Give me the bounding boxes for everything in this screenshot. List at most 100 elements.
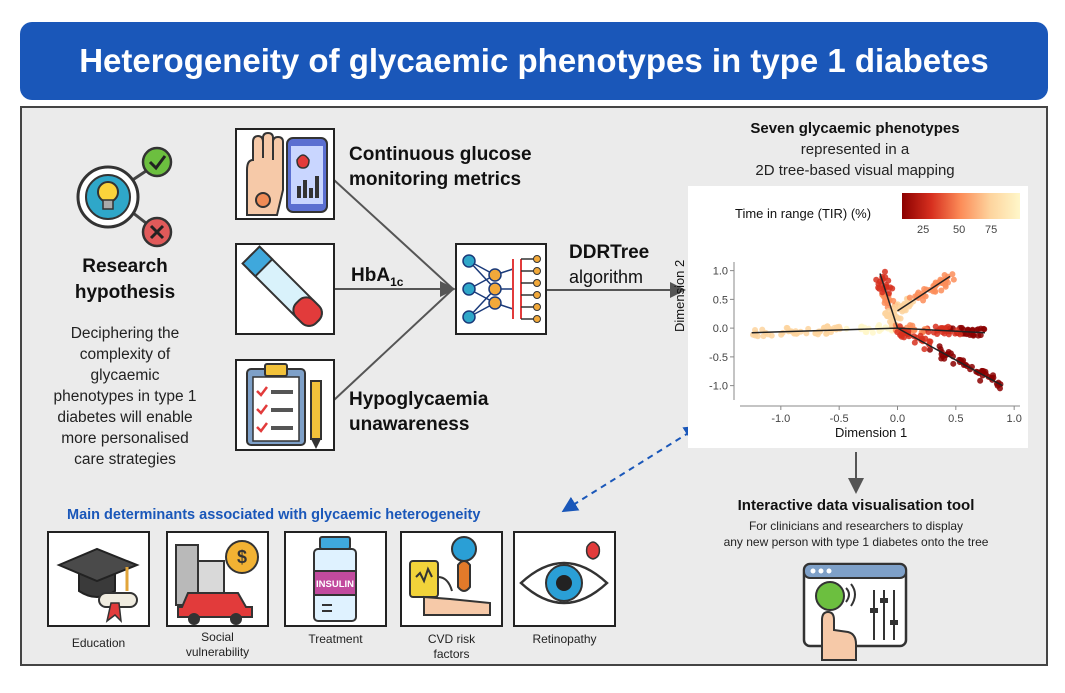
tree-branch-line: [897, 327, 986, 334]
hypo-arrow: [333, 289, 453, 401]
hypothesis-heading: Research hypothesis: [40, 254, 210, 306]
graduation-cap-icon: [56, 547, 140, 624]
cgm-label-line1: Continuous glucose: [349, 144, 532, 165]
scatter-point: [950, 276, 957, 283]
scatter-point: [754, 333, 761, 340]
hypo-label-line2: unawareness: [349, 414, 470, 435]
scatter-point: [947, 350, 954, 357]
cgm-label: Continuous glucose monitoring metrics: [349, 142, 532, 192]
cgm-label-line2: monitoring metrics: [349, 169, 522, 190]
determinant-cvd-box: [400, 531, 503, 627]
algorithm-label: DDRTree algorithm: [569, 240, 649, 289]
cgm-icon-box: [235, 128, 335, 220]
y-tick-label: -0.5: [709, 352, 728, 364]
scatter-point: [778, 331, 785, 338]
x-tick-label: -0.5: [830, 413, 849, 425]
blood-tube-icon: [241, 245, 323, 327]
colorbar: [902, 193, 1020, 219]
title-banner: Heterogeneity of glycaemic phenotypes in…: [20, 22, 1048, 100]
hypothesis-line: glycaemic: [90, 367, 160, 384]
scatter-point: [895, 306, 902, 313]
algorithm-word: algorithm: [569, 267, 644, 287]
determinant-social-label: Social vulnerability: [166, 630, 269, 660]
hypothesis-line: phenotypes in type 1: [53, 388, 197, 405]
scatter-point: [917, 332, 924, 339]
scatter-point: [949, 271, 956, 278]
determinant-label-line: CVD risk: [427, 632, 476, 646]
scatter-point: [897, 315, 904, 322]
scatter-point: [945, 331, 952, 338]
scatter-point: [902, 307, 909, 314]
determinant-label-line: Social: [201, 630, 234, 644]
scatter-point: [963, 331, 970, 338]
tree-branch-line: [879, 273, 899, 329]
colorbar-label: Time in range (TIR) (%): [735, 206, 872, 221]
scatter-point: [905, 301, 912, 308]
city-money-icon: $: [175, 540, 259, 625]
determinant-treatment-box: INSULIN: [284, 531, 387, 627]
scatter-point: [981, 326, 988, 333]
scatter-point: [823, 330, 830, 337]
determinant-label-line: factors: [433, 647, 470, 661]
determinant-retinopathy-label: Retinopathy: [513, 632, 616, 647]
x-tick-label: 1.0: [1007, 413, 1022, 425]
hypothesis-line: Deciphering the: [70, 325, 180, 342]
scatter-point: [768, 332, 775, 339]
hypothesis-line: more personalised: [61, 430, 189, 447]
hba1c-icon-box: [235, 243, 335, 335]
algorithm-name: DDRTree: [569, 242, 650, 263]
scatter-point: [843, 325, 850, 332]
scatter-point: [875, 284, 882, 291]
determinant-cvd-label: CVD risk factors: [400, 632, 503, 662]
y-tick-label: 1.0: [713, 266, 728, 278]
colorbar-tick: 50: [953, 224, 966, 236]
scatter-point: [879, 289, 886, 296]
tree-branch-line: [751, 327, 898, 334]
tree-branch-line: [897, 327, 1003, 387]
hypothesis-title-line1: Research: [82, 256, 168, 277]
page-title: Heterogeneity of glycaemic phenotypes in…: [79, 42, 989, 79]
scatter-point: [863, 329, 870, 336]
hba1c-label: HbA1c: [351, 263, 403, 295]
determinant-retinopathy-box: [513, 531, 616, 627]
y-tick-label: -1.0: [709, 381, 728, 393]
determinant-education-box: [47, 531, 150, 627]
hypothesis-line: care strategies: [74, 451, 176, 468]
scatter-point: [869, 329, 876, 336]
x-tick-label: -1.0: [771, 413, 790, 425]
y-axis-title: Dimension 2: [672, 259, 687, 332]
scatter-point: [906, 294, 913, 301]
network-icon-box: [455, 243, 547, 335]
scatter-point: [930, 288, 937, 295]
scatter-point: [975, 326, 982, 333]
determinant-label-line: Retinopathy: [532, 632, 597, 646]
y-tick-label: 0.5: [713, 294, 728, 306]
blood-pressure-icon: [409, 536, 491, 616]
cgm-device-icon: [246, 131, 328, 216]
neural-network-icon: [462, 254, 541, 324]
tree-branch-line: [897, 275, 951, 312]
scatter-point: [881, 268, 888, 275]
scatter-point: [932, 323, 939, 330]
scatter-point: [921, 346, 928, 353]
hba1c-main: HbA: [351, 265, 391, 286]
scatter-point: [824, 323, 831, 330]
hypothesis-text: Deciphering the complexity of glycaemic …: [40, 323, 210, 470]
hypo-label: Hypoglycaemia unawareness: [349, 387, 488, 437]
scatter-point: [897, 332, 904, 339]
touch-screen-tool-icon: [802, 562, 908, 661]
hypothesis-title-line2: hypothesis: [74, 282, 176, 303]
scatter-point: [958, 324, 965, 331]
tree-plot-card: [688, 186, 1028, 448]
x-axis-title: Dimension 1: [835, 425, 908, 440]
scatter-point: [803, 330, 810, 337]
tool-sub-line1: For clinicians and researchers to displa…: [748, 519, 964, 533]
scatter-point: [938, 287, 945, 294]
determinant-label-line: Treatment: [308, 632, 363, 646]
scatter-point: [911, 339, 918, 346]
scatter-point: [950, 360, 957, 367]
scatter-point: [882, 310, 889, 317]
tool-subtitle: For clinicians and researchers to displa…: [690, 518, 1022, 550]
